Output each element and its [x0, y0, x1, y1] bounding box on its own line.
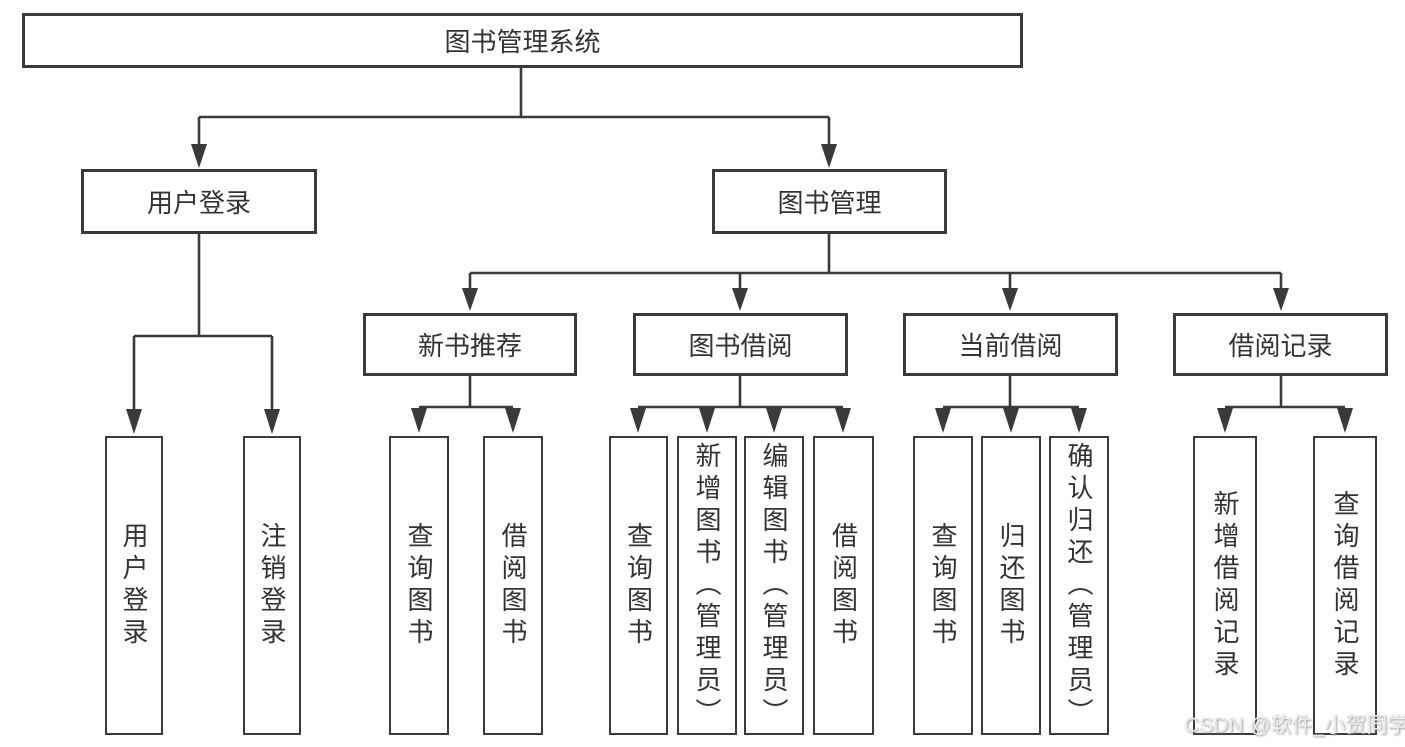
leaf-add-book-admin: 新增图书（管理员）	[677, 436, 737, 735]
node-system-root: 图书管理系统	[22, 13, 1023, 68]
connector-book-borrow-to-leaves	[630, 376, 851, 433]
node-current-borrow: 当前借阅	[903, 313, 1118, 376]
leaf-query-books-recommend: 查询图书	[389, 436, 449, 735]
leaf-confirm-return-admin: 确认归还（管理员）	[1049, 436, 1109, 735]
leaf-logout: 注销登录	[243, 436, 301, 735]
connector-current-borrow-to-leaves	[935, 376, 1087, 433]
csdn-watermark: CSDN @软件_小贺同学	[1184, 714, 1405, 737]
leaf-edit-book-admin: 编辑图书（管理员）	[744, 436, 804, 735]
leaf-add-borrow-record: 新增借阅记录	[1193, 436, 1257, 735]
node-borrow-records: 借阅记录	[1173, 313, 1388, 376]
leaf-borrow-books-recommend: 借阅图书	[483, 436, 543, 735]
leaf-user-login: 用户登录	[105, 436, 163, 735]
leaf-query-books-current: 查询图书	[913, 436, 973, 735]
connector-new-book-recommend-to-leaves	[411, 376, 521, 433]
node-book-borrow: 图书借阅	[633, 313, 848, 376]
node-book-management: 图书管理	[712, 169, 947, 234]
connector-book-management-to-level3	[462, 234, 1289, 311]
leaf-query-books-borrow: 查询图书	[609, 436, 668, 735]
node-user-login: 用户登录	[81, 169, 317, 234]
connector-borrow-records-to-leaves	[1217, 376, 1353, 433]
leaf-query-borrow-record: 查询借阅记录	[1313, 436, 1377, 735]
node-new-book-recommend: 新书推荐	[363, 313, 577, 376]
leaf-return-book: 归还图书	[981, 436, 1041, 735]
leaf-borrow-books: 借阅图书	[813, 436, 874, 735]
connector-root-to-level2	[191, 68, 837, 168]
connector-user-login-to-leaves	[126, 234, 280, 434]
